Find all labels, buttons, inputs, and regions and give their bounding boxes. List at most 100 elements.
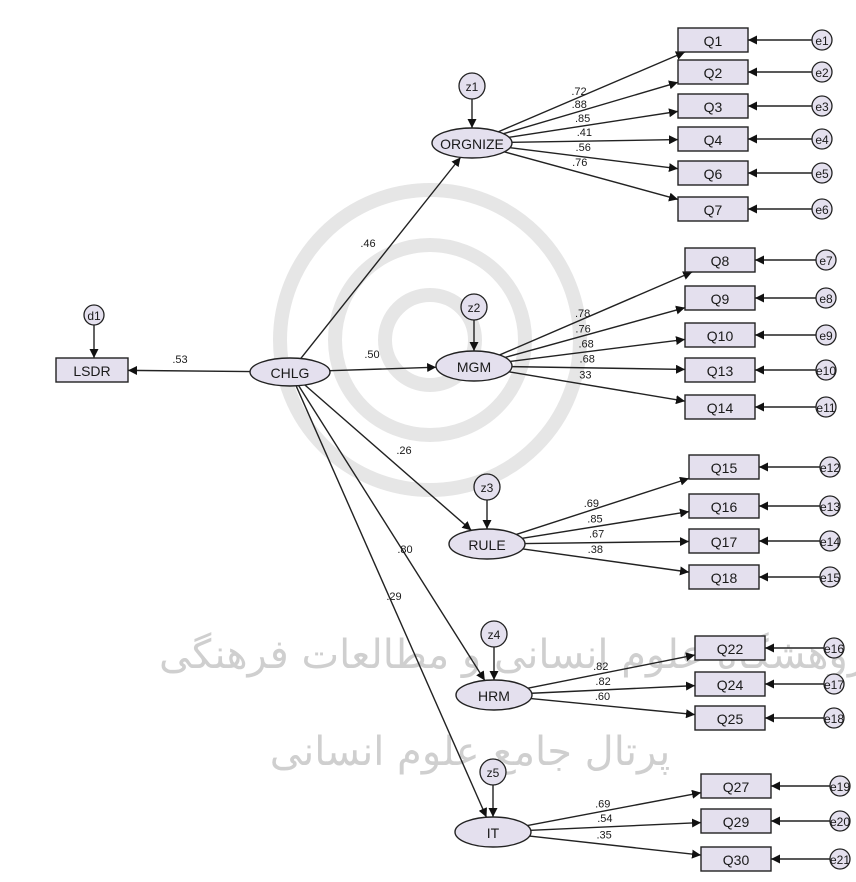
indicator-box-q14: [684, 394, 756, 420]
z4-label: z4: [488, 628, 501, 642]
coef-q15: .69: [584, 498, 599, 510]
coef-q18: .38: [588, 544, 603, 556]
path-chlg-rule: [304, 384, 472, 531]
coef-mgm: .50: [364, 349, 379, 361]
indicator-box-q24: [694, 671, 766, 697]
coef-q7: .76: [572, 157, 587, 169]
coef-q27: .69: [595, 798, 610, 810]
error-label-e14: e14: [820, 535, 840, 549]
path-rule-q17: [524, 537, 690, 547]
coef-q1: .72: [571, 86, 586, 98]
coef-q22: .82: [593, 661, 608, 673]
error-label-e17: e17: [824, 678, 844, 692]
indicator-box-q27: [700, 773, 772, 799]
path-it-q29: [530, 818, 702, 831]
error-circle-e10: [815, 359, 837, 381]
chlg-label: CHLG: [271, 365, 310, 381]
indicator-label-q25: Q25: [717, 711, 744, 727]
hrm-label: HRM: [478, 688, 510, 704]
indicator-box-q2: [677, 59, 749, 85]
path-orgnize-q1: [498, 51, 686, 133]
indicator-box-q7: [677, 196, 749, 222]
error-circle-e1: [811, 29, 833, 51]
indicator-label-q1: Q1: [704, 33, 723, 49]
error-label-e3: e3: [815, 100, 829, 114]
indicator-label-q13: Q13: [707, 363, 734, 379]
path-chlg-mgm: [329, 363, 437, 373]
coef-q16: .85: [587, 514, 602, 526]
coef-q8: .78: [575, 308, 590, 320]
error-label-e5: e5: [815, 167, 829, 181]
error-label-e4: e4: [815, 133, 829, 147]
error-label-e12: e12: [820, 461, 840, 475]
error-circle-e3: [811, 95, 833, 117]
coef-q24: .82: [595, 676, 610, 688]
coef-q9: .76: [575, 324, 590, 336]
coef-q30: .35: [596, 830, 611, 842]
path-orgnize-q3: [508, 108, 679, 139]
error-circle-e8: [815, 287, 837, 309]
error-label-e7: e7: [819, 254, 833, 268]
coef-hrm: .80: [397, 544, 412, 556]
error-circle-e14: [819, 530, 841, 552]
z5-label: z5: [487, 766, 500, 780]
mgm-ellipse: [435, 350, 513, 382]
watermark-rosette-ring: [378, 288, 482, 392]
path-it-q30: [529, 835, 702, 859]
path-chlg-it: [295, 385, 488, 818]
coef-q3: .85: [575, 113, 590, 125]
indicator-box-q29: [700, 808, 772, 834]
indicator-box-q15: [688, 454, 760, 480]
coef-q17: .67: [589, 529, 604, 541]
indicator-label-q14: Q14: [707, 400, 734, 416]
z2-label: z2: [468, 301, 481, 315]
indicator-box-q17: [688, 528, 760, 554]
indicator-box-q6: [677, 160, 749, 186]
error-circle-e19: [829, 775, 851, 797]
indicator-label-q6: Q6: [704, 166, 723, 182]
indicator-label-q4: Q4: [704, 132, 723, 148]
indicator-box-q8: [684, 247, 756, 273]
error-circle-e11: [815, 396, 837, 418]
coef-q29: .54: [597, 813, 612, 825]
d1-label: d1: [87, 309, 101, 323]
it-ellipse: [454, 816, 532, 848]
coef-q4: .41: [577, 127, 592, 139]
error-circle-e4: [811, 128, 833, 150]
error-label-e2: e2: [815, 66, 829, 80]
error-circle-e16: [823, 637, 845, 659]
error-circle-e13: [819, 495, 841, 517]
error-circle-e2: [811, 61, 833, 83]
coef-lsdr: .53: [172, 354, 187, 366]
coef-q13: .68: [580, 354, 595, 366]
path-hrm-q24: [531, 681, 696, 694]
error-label-e9: e9: [819, 329, 833, 343]
watermark-line-2: پرتال جامع علوم انسانی: [270, 729, 671, 775]
error-label-e18: e18: [824, 712, 844, 726]
chlg-ellipse: [249, 357, 331, 387]
indicator-box-q18: [688, 564, 760, 590]
coef-q2: .88: [572, 99, 587, 111]
path-rule-q16: [522, 508, 690, 540]
indicator-label-q29: Q29: [723, 814, 750, 830]
indicator-label-q22: Q22: [717, 641, 744, 657]
indicator-box-q10: [684, 322, 756, 348]
error-label-e11: e11: [816, 401, 835, 415]
error-circle-e17: [823, 673, 845, 695]
indicator-label-q18: Q18: [711, 570, 738, 586]
error-circle-e15: [819, 566, 841, 588]
indicator-label-q8: Q8: [711, 253, 730, 269]
lsdr-label: LSDR: [73, 363, 110, 379]
path-hrm-q25: [530, 697, 696, 719]
error-circle-e20: [829, 810, 851, 832]
coef-q10: .68: [578, 339, 593, 351]
coefficient-labels: .53.46.72.88.85.41.56.76.50.78.76.68.683…: [172, 86, 612, 842]
path-mgm-q14: [508, 371, 686, 405]
error-label-e19: e19: [830, 780, 850, 794]
z1-disturbance-circle: [458, 72, 486, 100]
indicator-box-q4: [677, 126, 749, 152]
rule-label: RULE: [468, 537, 505, 553]
error-circle-e21: [829, 848, 851, 870]
